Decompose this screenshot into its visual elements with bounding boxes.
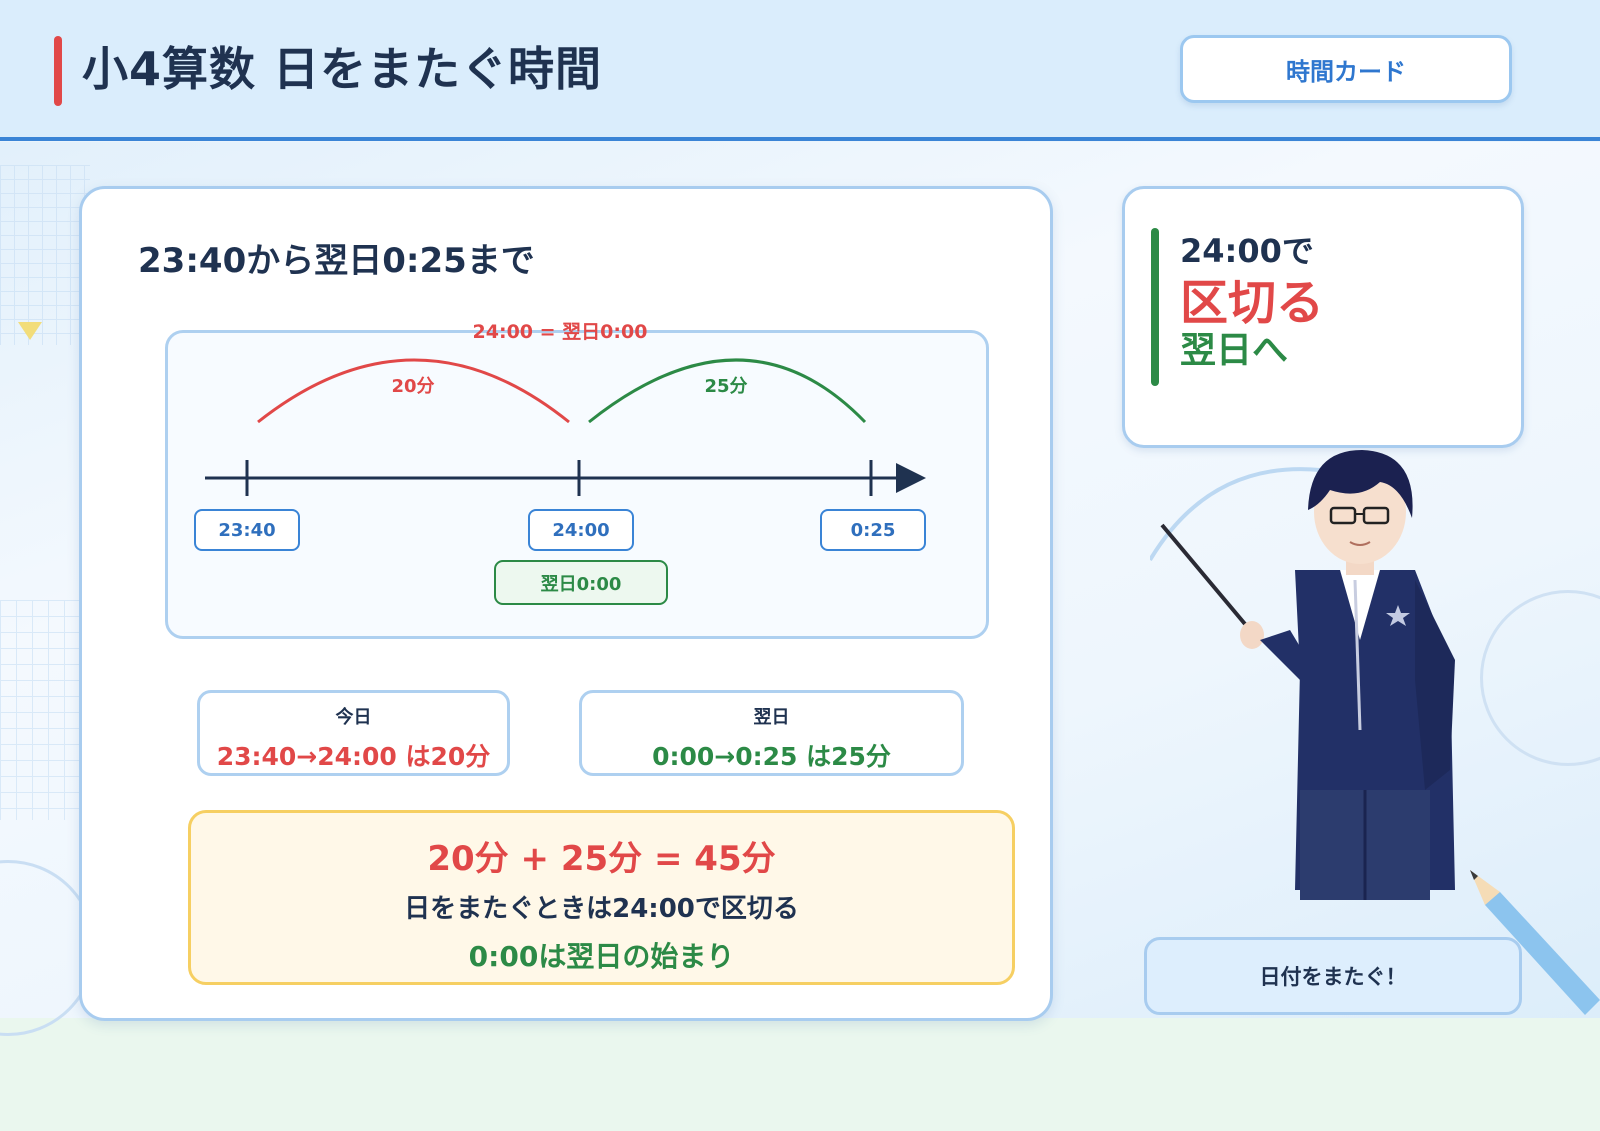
side-accent-bar [1151, 228, 1159, 386]
span-left-label: 20分 [391, 376, 434, 397]
side-line-2: 区切る [1180, 275, 1325, 331]
tick-label-end: 0:25 [820, 509, 926, 551]
decor-grid [0, 165, 90, 345]
page-title: 小4算数 日をまたぐ時間 [82, 42, 603, 96]
today-box: 今日 23:40→24:00 は20分 [197, 690, 510, 776]
crossing-day-button[interactable]: 日付をまたぐ！ [1144, 937, 1522, 1015]
side-line-1: 24:00で [1180, 232, 1314, 270]
span-arc-left [257, 358, 570, 424]
summary-rule: 日をまたぐときは24:00で区切る [404, 894, 799, 924]
next-day-label: 翌日0:00 [494, 560, 668, 605]
span-right-label: 25分 [704, 376, 747, 397]
summary-note: 0:00は翌日の始まり [468, 940, 735, 973]
span-arc-right [588, 358, 867, 424]
tick-label-start: 23:40 [194, 509, 300, 551]
tick-label-mid: 24:00 [528, 509, 634, 551]
time-card-button[interactable]: 時間カード [1180, 35, 1512, 103]
header: 小4算数 日をまたぐ時間 時間カード [0, 0, 1600, 141]
side-line-3: 翌日へ [1180, 330, 1289, 371]
decor-grid [0, 600, 80, 820]
title-accent-bar [54, 36, 62, 106]
today-value: 23:40→24:00 は20分 [216, 742, 491, 771]
summary-box: 20分 + 25分 = 45分 日をまたぐときは24:00で区切る 0:00は翌… [188, 810, 1015, 985]
summary-equation: 20分 + 25分 = 45分 [427, 839, 776, 879]
nextday-heading: 翌日 [753, 707, 790, 728]
nextday-value: 0:00→0:25 は25分 [652, 742, 891, 771]
today-heading: 今日 [335, 707, 372, 728]
nextday-box: 翌日 0:00→0:25 は25分 [579, 690, 964, 776]
midnight-note: 24:00 = 翌日0:00 [473, 321, 648, 343]
teacher-character-illustration [1150, 450, 1455, 900]
pencil-icon [1470, 870, 1600, 1015]
decor-triangle-icon [18, 322, 42, 340]
timeline-diagram: 24:00 = 翌日0:00 20分 25分 [205, 321, 926, 496]
side-card [1122, 186, 1524, 448]
question-title: 23:40から翌日0:25まで [138, 241, 535, 281]
footer-band [0, 1018, 1600, 1131]
